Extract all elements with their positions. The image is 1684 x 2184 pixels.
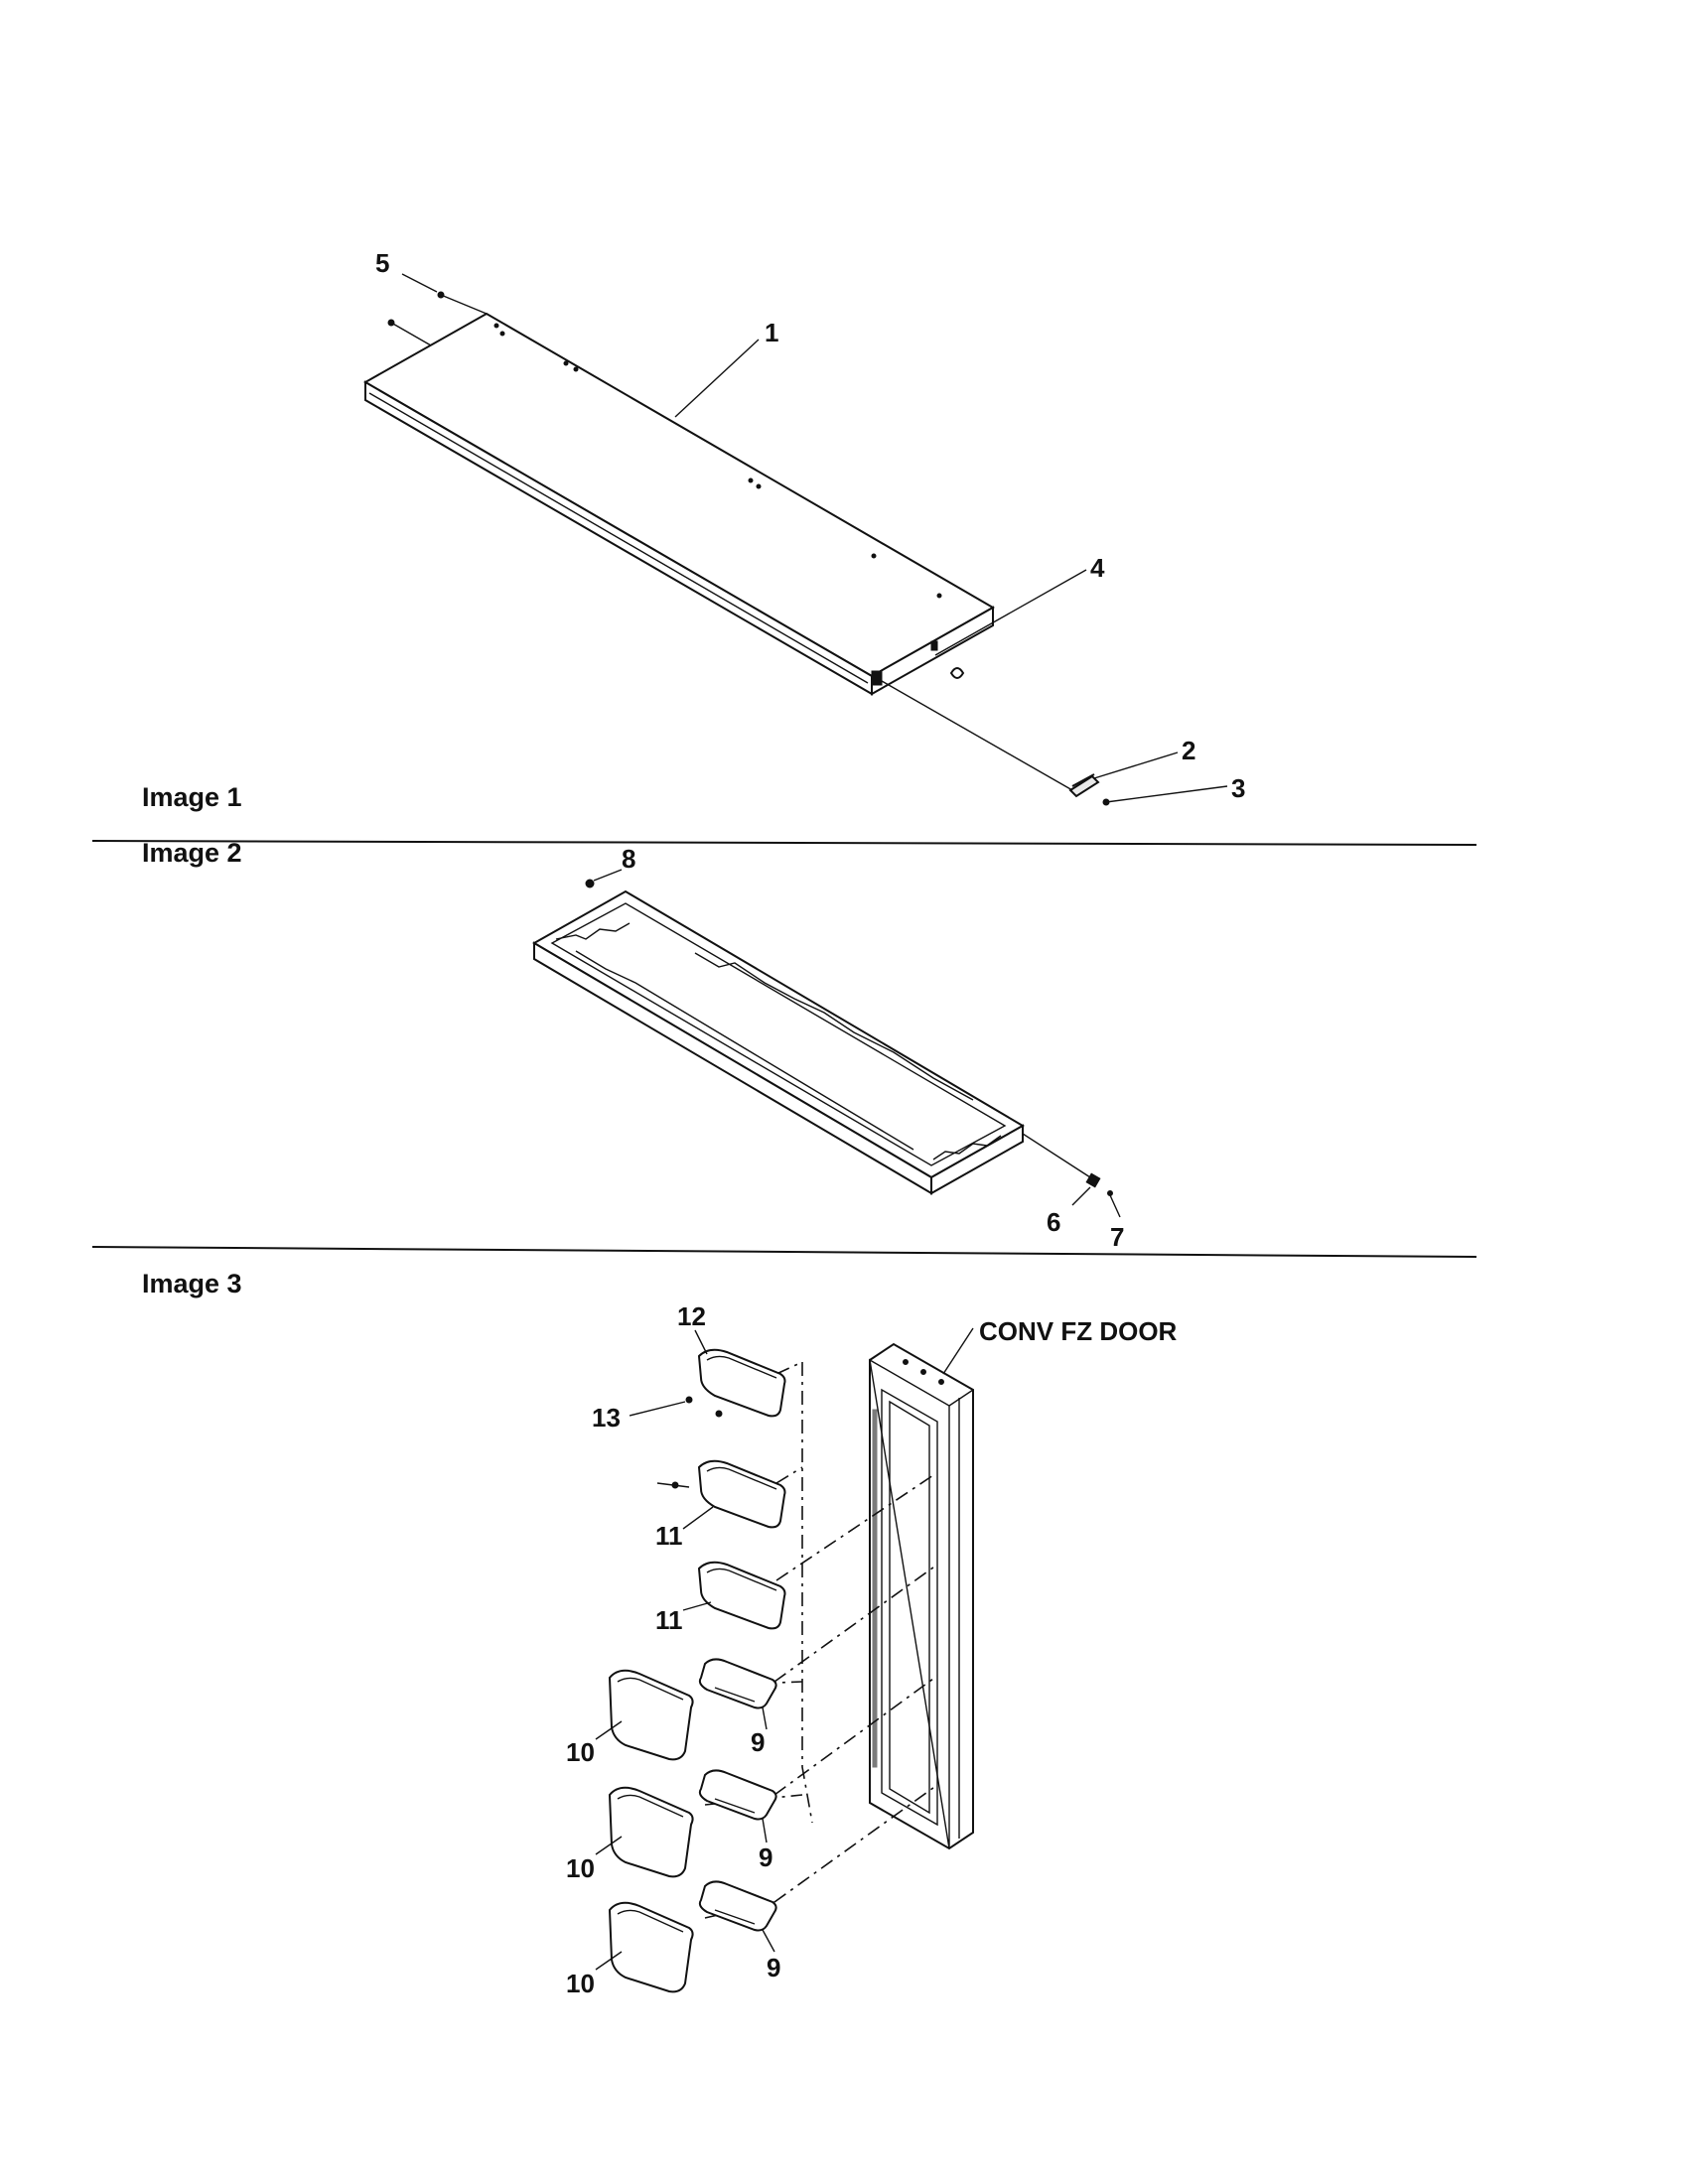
screw-part-7 (1107, 1190, 1113, 1196)
callout-9-lower: 9 (767, 1953, 780, 1982)
door-bin-part-11-lower (697, 1561, 786, 1630)
callout-11-lower: 11 (655, 1605, 683, 1635)
bracket-part-2 (1068, 773, 1100, 798)
shelf-part-1 (362, 312, 996, 696)
callout-12: 12 (677, 1301, 706, 1331)
door-bin-part-10-upper (608, 1669, 694, 1761)
image-3-panel: Image 3 CONV FZ DOOR (142, 1269, 1178, 1998)
screw-part-13-b (715, 1410, 723, 1418)
callout-10-upper: 10 (566, 1737, 595, 1767)
screw-part-13-a (685, 1396, 693, 1404)
shelf-frame-part (532, 889, 1025, 1195)
callout-2: 2 (1182, 736, 1195, 765)
door-bin-part-9-lower (698, 1880, 777, 1932)
door-bin-part-9-middle (698, 1769, 777, 1821)
callout-8: 8 (622, 844, 635, 874)
callout-1: 1 (765, 318, 778, 347)
section-label-image-1: Image 1 (142, 782, 242, 812)
door-bin-part-10-lower (608, 1901, 694, 1993)
door-bin-part-11-upper (697, 1459, 786, 1529)
callout-13: 13 (592, 1403, 621, 1433)
section-label-image-2: Image 2 (142, 838, 242, 868)
callout-7: 7 (1110, 1222, 1124, 1252)
door-bin-part-10-middle (608, 1786, 694, 1878)
clip-part-4 (949, 667, 965, 679)
freezer-door (869, 1342, 974, 1850)
callout-9-middle: 9 (759, 1843, 772, 1872)
section-divider-1 (91, 840, 1477, 846)
callout-11-upper: 11 (655, 1521, 683, 1551)
door-bin-part-9-upper (698, 1658, 777, 1709)
section-divider-2 (91, 1246, 1477, 1258)
callout-6: 6 (1047, 1207, 1060, 1237)
callout-10-lower: 10 (566, 1969, 595, 1998)
image-1-panel: Image 1 (142, 248, 1245, 812)
callout-5: 5 (375, 248, 389, 278)
callout-4: 4 (1090, 553, 1105, 583)
door-label: CONV FZ DOOR (979, 1316, 1178, 1346)
door-bin-part-12 (697, 1348, 786, 1418)
image-2-panel: Image 2 6 7 8 (142, 838, 1124, 1252)
callout-9-upper: 9 (751, 1727, 765, 1757)
screw-part-8 (585, 879, 595, 888)
callout-10-middle: 10 (566, 1853, 595, 1883)
section-label-image-3: Image 3 (142, 1269, 242, 1298)
callout-3: 3 (1231, 773, 1245, 803)
